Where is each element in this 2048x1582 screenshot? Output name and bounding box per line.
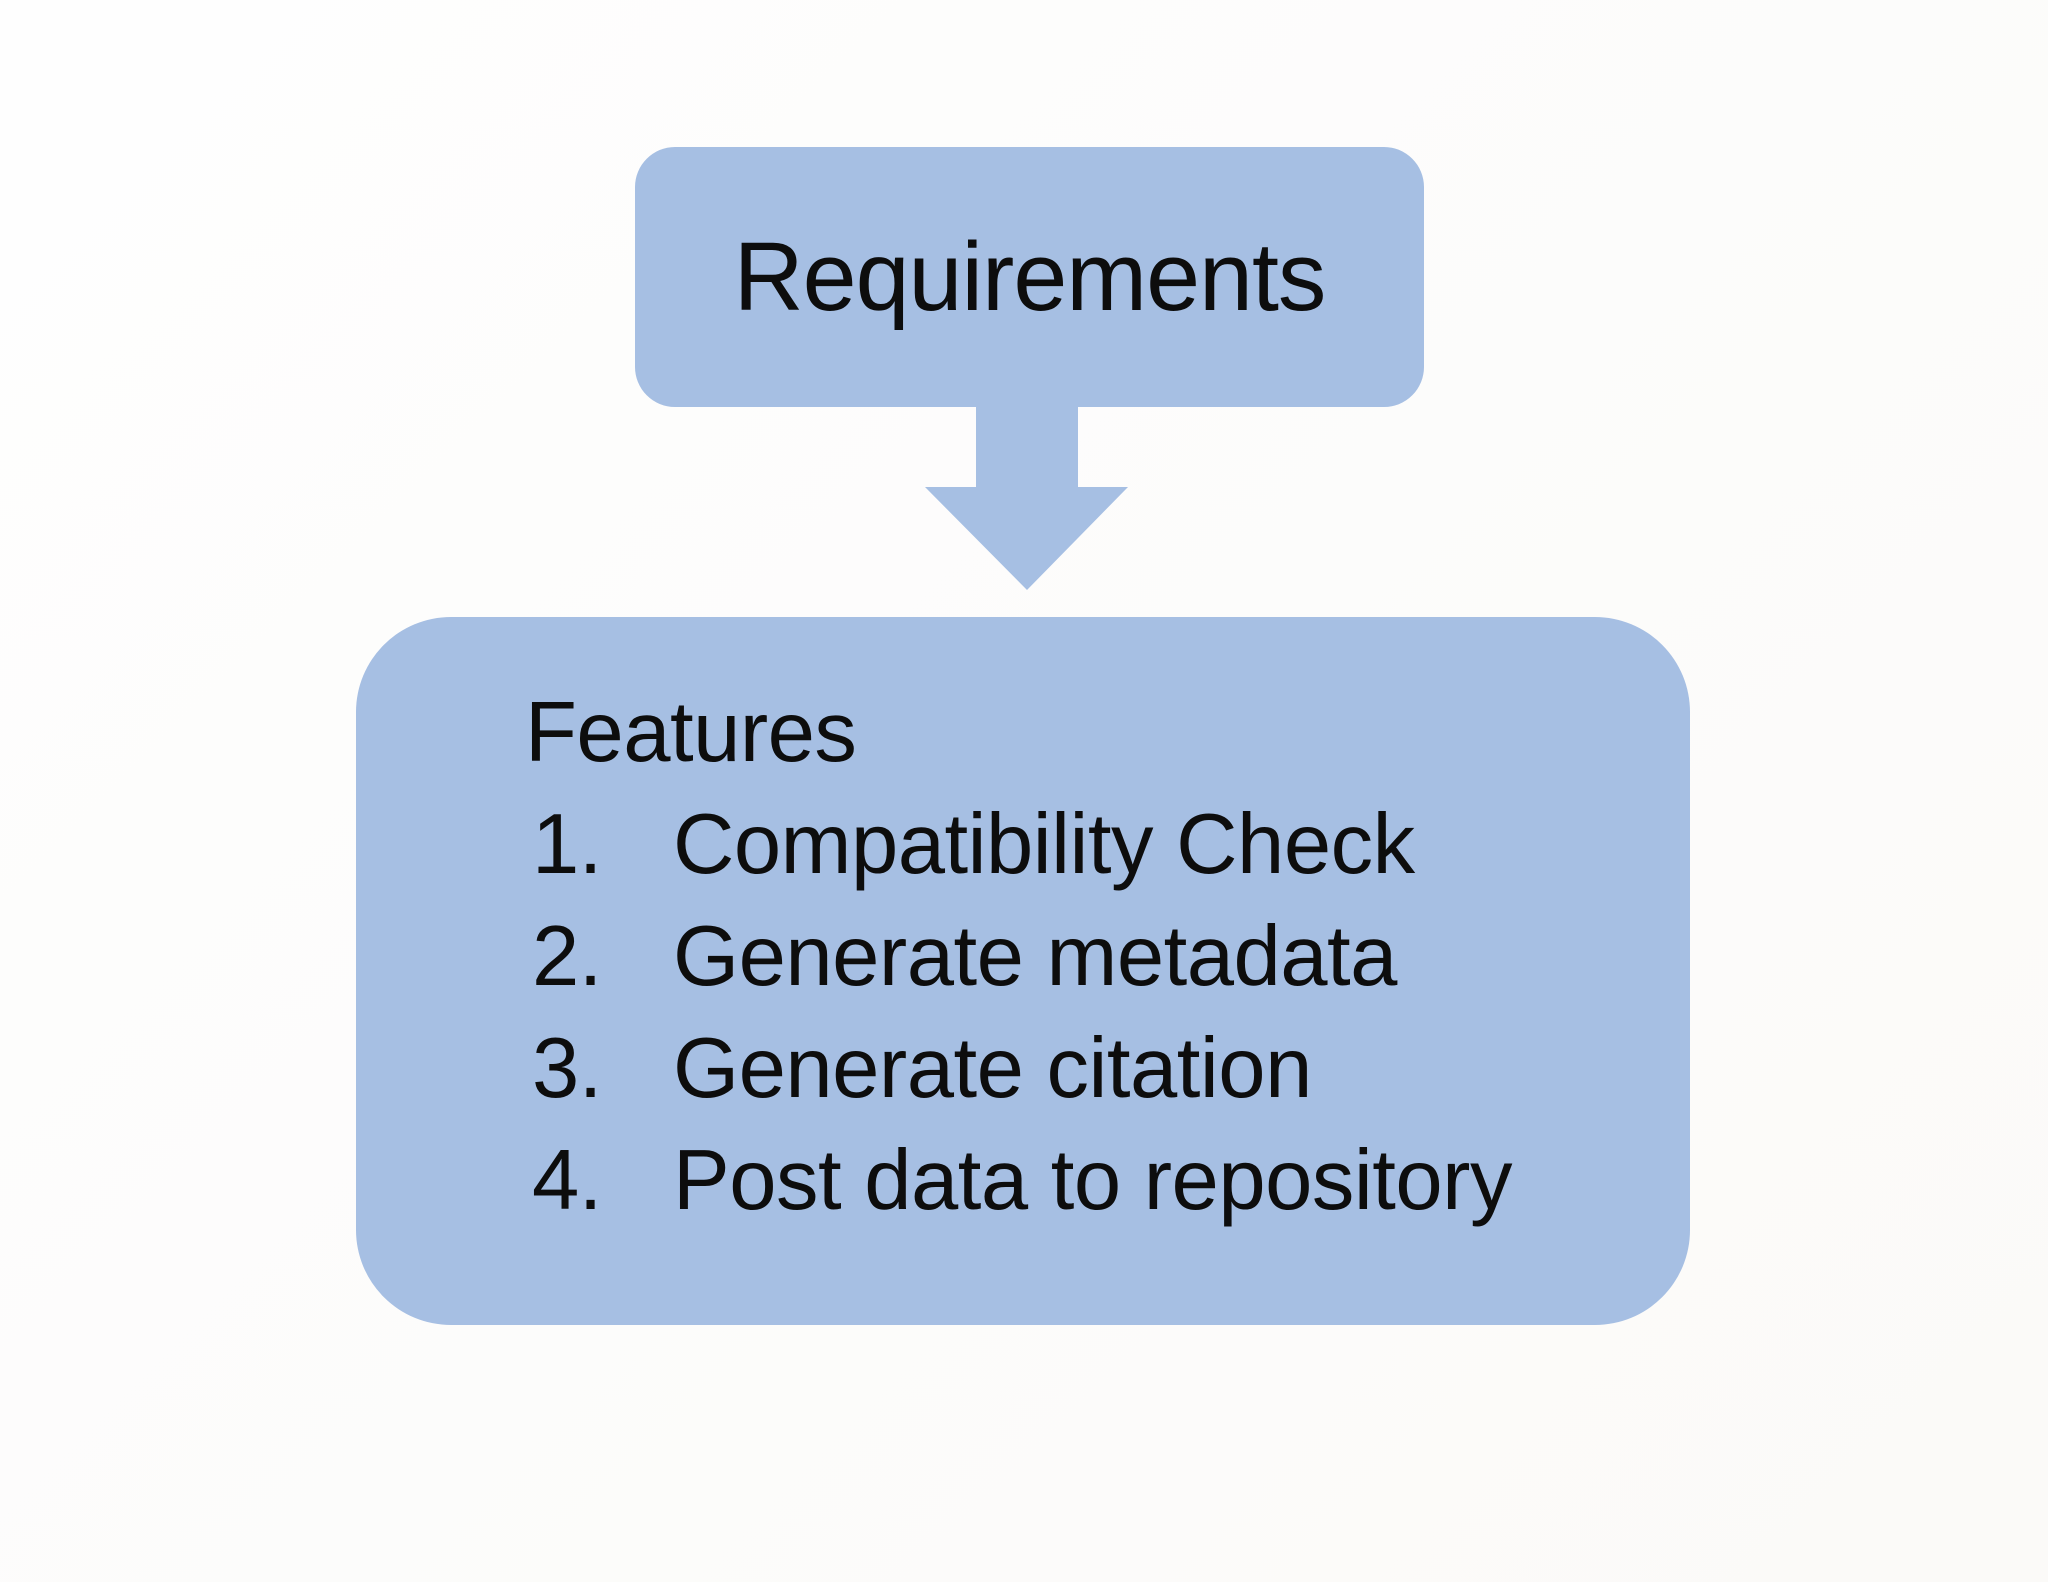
down-arrow-icon <box>925 400 1128 590</box>
list-item: 3. Generate citation <box>356 1013 1690 1125</box>
requirements-label: Requirements <box>733 222 1327 331</box>
features-list: 1. Compatibility Check 2. Generate metadat… <box>356 789 1690 1237</box>
list-item: 1. Compatibility Check <box>356 789 1690 901</box>
item-label: Generate metadata <box>673 909 1397 1004</box>
item-label: Generate citation <box>673 1021 1312 1116</box>
list-item: 2. Generate metadata <box>356 901 1690 1013</box>
item-label: Compatibility Check <box>673 797 1415 892</box>
item-number: 2. <box>532 909 602 1004</box>
list-item: 4. Post data to repository <box>356 1125 1690 1237</box>
down-arrow-shape <box>925 400 1128 590</box>
features-box: Features 1. Compatibility Check 2. Generat… <box>356 617 1690 1325</box>
item-number: 1. <box>532 797 602 892</box>
item-number: 3. <box>532 1021 602 1116</box>
item-number: 4. <box>532 1133 602 1228</box>
item-label: Post data to repository <box>673 1133 1512 1228</box>
features-title: Features <box>525 685 857 780</box>
requirements-box: Requirements <box>635 147 1424 407</box>
